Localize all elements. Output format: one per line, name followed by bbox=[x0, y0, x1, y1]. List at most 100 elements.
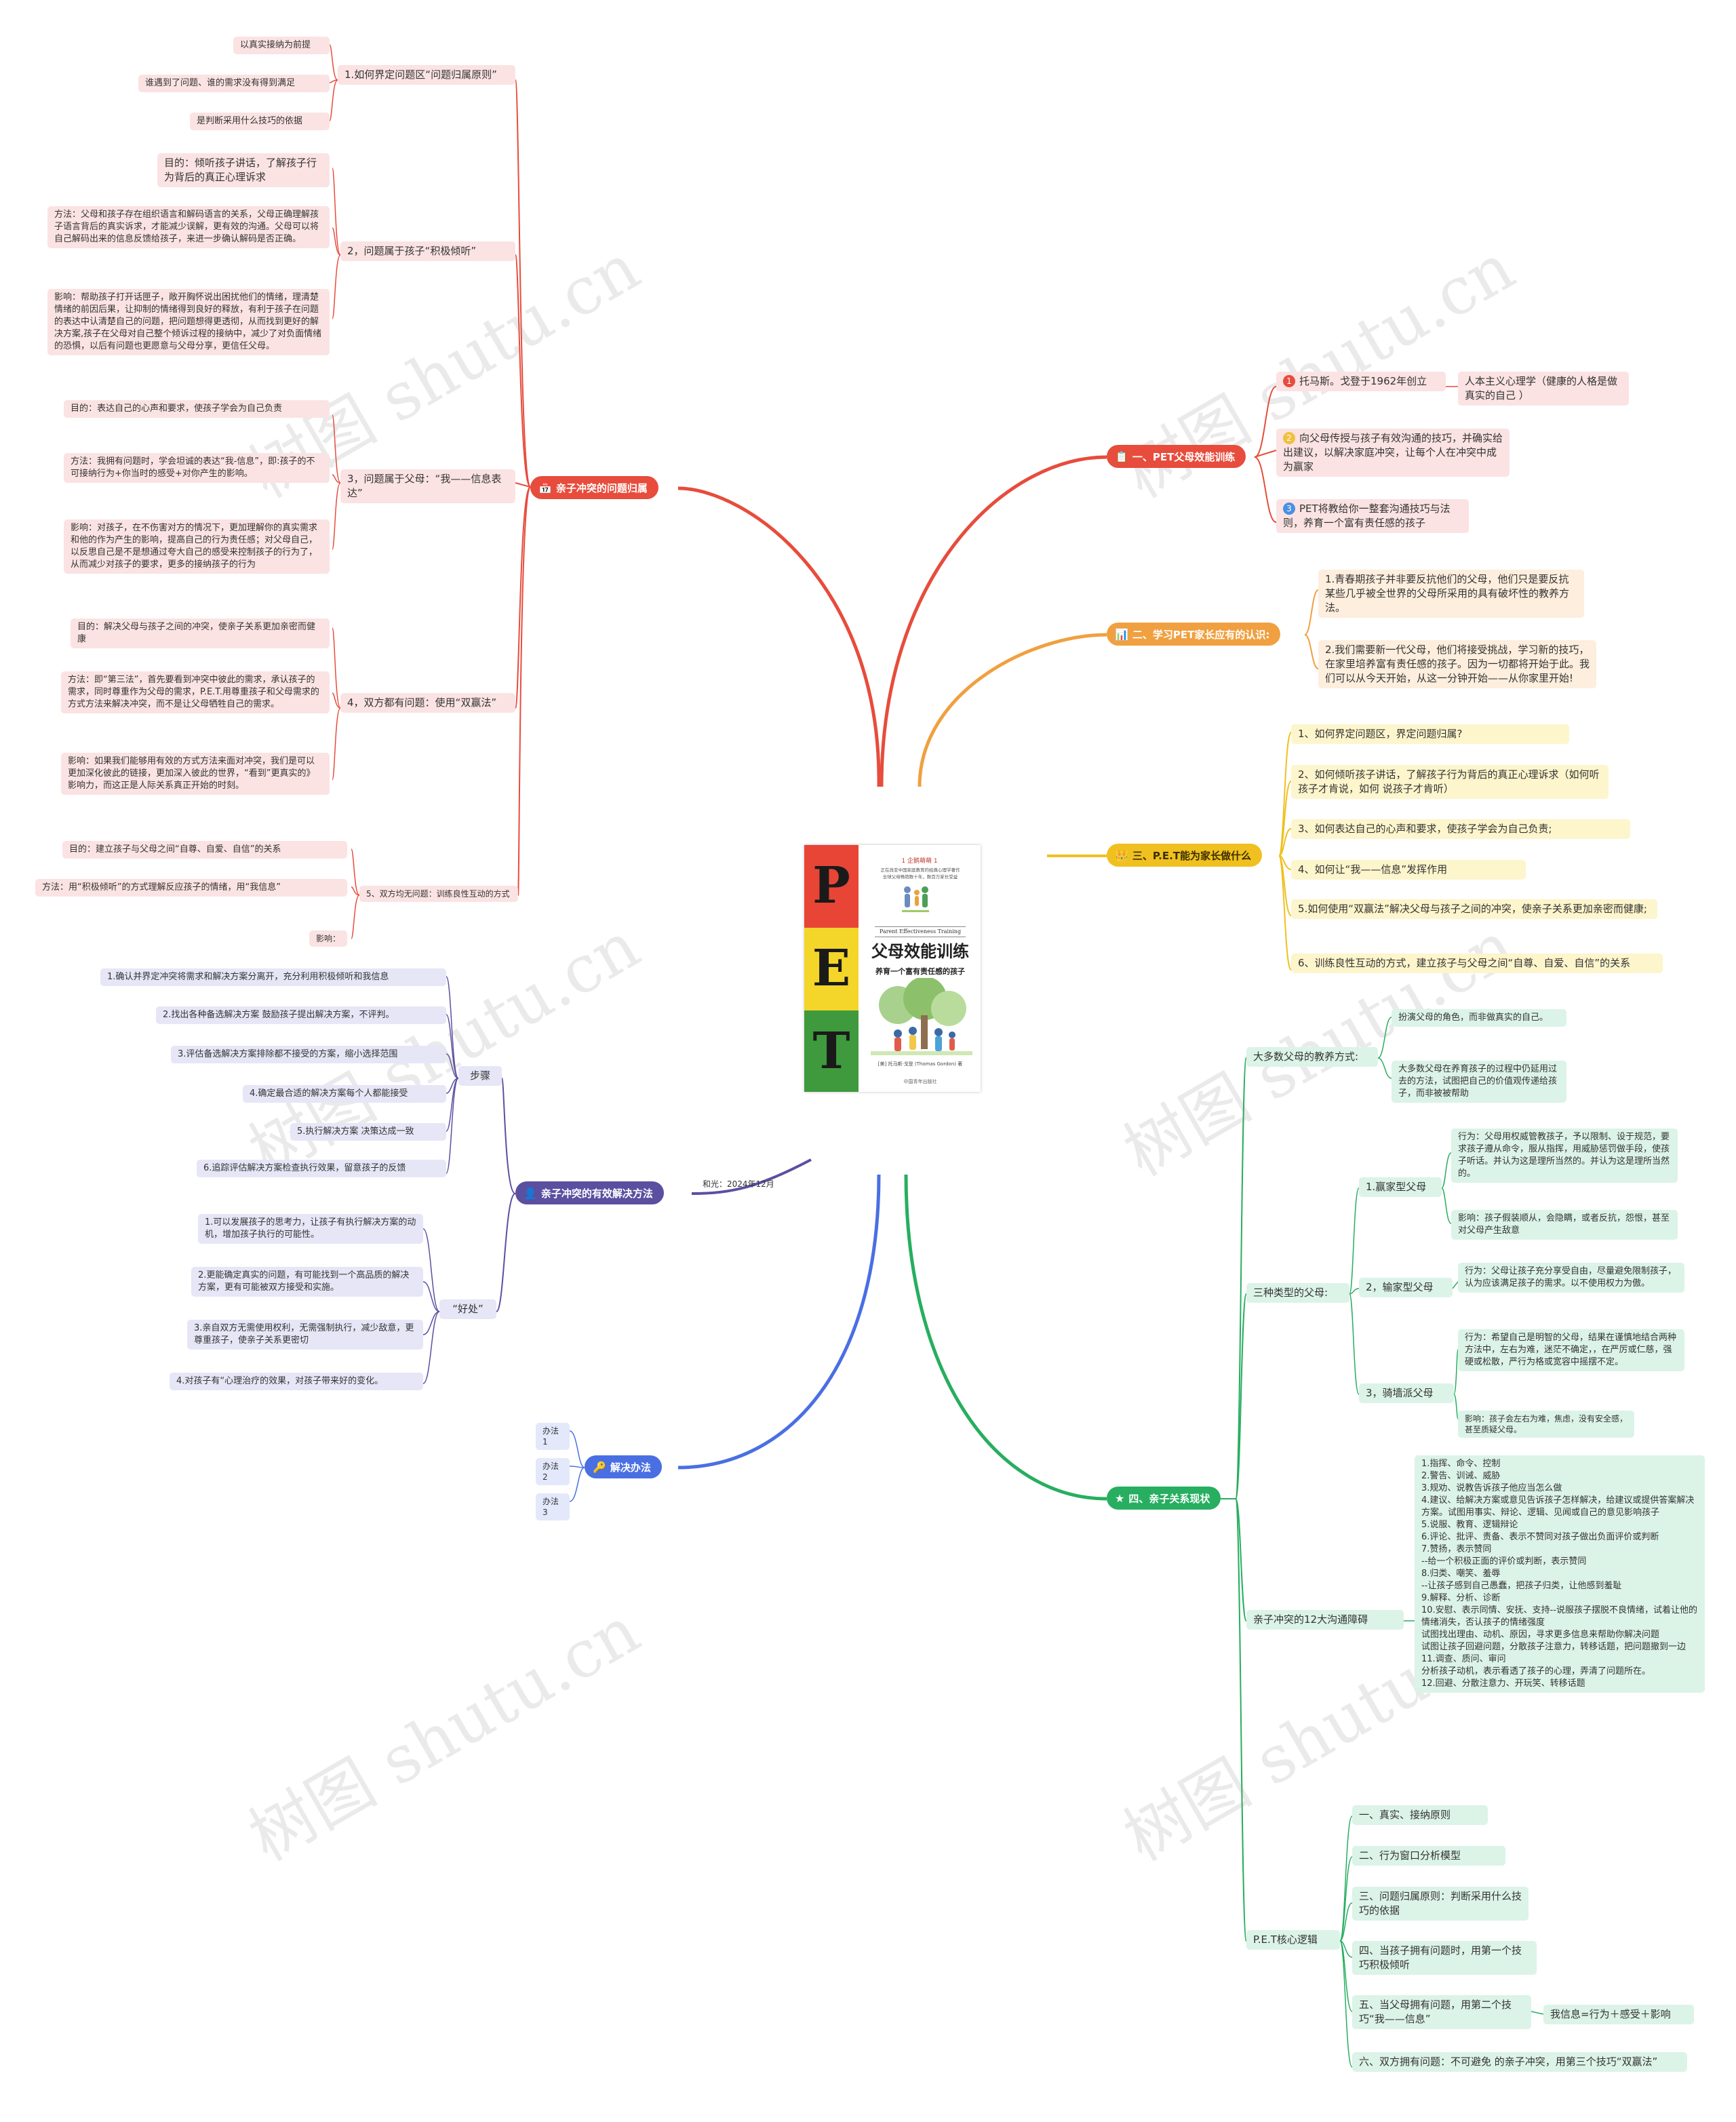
connector bbox=[1278, 732, 1292, 857]
r4-type-fence[interactable]: 3，骑墙派父母 bbox=[1359, 1383, 1454, 1403]
family-illustration-icon bbox=[902, 886, 929, 912]
connector bbox=[446, 1078, 459, 1174]
connector bbox=[496, 1193, 516, 1312]
b1-item-3[interactable]: 3，问题属于父母：“我——信息表达” bbox=[340, 469, 515, 503]
r4-core-item: 三、问题归属原则：判断采用什么技巧的依据 bbox=[1352, 1887, 1528, 1921]
calendar-icon: 📅 bbox=[538, 481, 552, 494]
r4-core-item: 五、当父母拥有问题，用第二个技巧“我——信息” bbox=[1352, 1995, 1531, 2029]
connector bbox=[1339, 1940, 1353, 2068]
b1-item-4[interactable]: 4，双方都有问题：使用“双赢法” bbox=[340, 693, 515, 713]
r4-type-loser[interactable]: 2，输家型父母 bbox=[1359, 1278, 1453, 1297]
r4-core-item: 二、行为窗口分析模型 bbox=[1352, 1846, 1505, 1866]
b1-item-5-child: 影响： bbox=[309, 930, 347, 947]
branch-problem-ownership[interactable]: 📅亲子冲突的问题归属 bbox=[530, 476, 658, 499]
crown-icon: 👑 bbox=[1115, 848, 1128, 862]
connector bbox=[422, 1281, 440, 1312]
r4-type-child: 行为：父母用权威管教孩子，予以限制、设于规范，要求孩子遵从命令，服从指挥，用威胁… bbox=[1451, 1128, 1678, 1183]
r3-item: 2、如何倾听孩子讲话，了解孩子行为背后的真正心理诉求（如何听孩子才肯说，如何 说… bbox=[1291, 765, 1609, 799]
cover-author: [美] 托马斯·戈登 (Thomas Gordon) 著 bbox=[877, 1061, 963, 1067]
connector bbox=[677, 486, 881, 787]
r4-type-child: 影响：孩子假装顺从，会隐瞒，或者反抗，怨恨，甚至对父母产生敌意 bbox=[1451, 1210, 1678, 1240]
r4-core-item: 六、双方拥有问题：不可避免 的亲子冲突，用第三个技巧“双赢法” bbox=[1352, 2052, 1687, 2072]
branch-pet-training[interactable]: 📋一、PET父母效能训练 bbox=[1107, 445, 1246, 468]
r4-core-logic[interactable]: P.E.T核心逻辑 bbox=[1246, 1930, 1340, 1950]
r4-type-winner[interactable]: 1.赢家型父母 bbox=[1359, 1177, 1442, 1197]
b1-item-2[interactable]: 2，问题属于孩子“积极倾听” bbox=[340, 241, 515, 261]
connector bbox=[918, 633, 1107, 787]
r4-core-item: 一、真实、接纳原则 bbox=[1352, 1805, 1488, 1825]
b1-item-4-child: 目的：解决父母与孩子之间的冲突，使亲子关系更加亲密而健康 bbox=[71, 618, 330, 648]
r4-barriers[interactable]: 亲子冲突的12大沟通障碍 bbox=[1246, 1610, 1404, 1630]
connector bbox=[446, 976, 459, 1079]
connector bbox=[1441, 1152, 1452, 1189]
connector bbox=[1349, 1187, 1360, 1295]
connector bbox=[1235, 1057, 1247, 1499]
connector bbox=[691, 1158, 812, 1195]
b2-step: 5.执行解决方案 决策达成一致 bbox=[290, 1123, 446, 1141]
b2-note: 和光：2024年12月 bbox=[703, 1179, 774, 1189]
number-badge-1: 1 bbox=[1283, 375, 1295, 387]
connector bbox=[1278, 855, 1292, 970]
connector bbox=[1452, 1281, 1459, 1289]
connector bbox=[1254, 450, 1277, 458]
connector bbox=[1531, 2011, 1544, 2015]
connector bbox=[329, 79, 338, 121]
connector bbox=[1339, 1856, 1353, 1942]
branch-effective-solutions[interactable]: 👤亲子冲突的有效解决方法 bbox=[515, 1181, 664, 1204]
connector bbox=[332, 414, 341, 484]
b3-method: 办法1 bbox=[536, 1423, 570, 1450]
connector bbox=[515, 254, 531, 488]
branch-relationship-status[interactable]: ★四、亲子关系现状 bbox=[1107, 1487, 1221, 1510]
person-icon: 👤 bbox=[524, 1186, 537, 1200]
b2-group-steps[interactable]: 步骤 bbox=[458, 1066, 502, 1086]
cover-badge: 1 企鹅萌萌 1 bbox=[901, 858, 938, 865]
b1-item-1-child: 以真实接纳为前提 bbox=[233, 37, 330, 54]
cover-title: 父母效能训练 bbox=[871, 942, 969, 961]
connector bbox=[1278, 828, 1292, 857]
branch-solutions[interactable]: 🔑解决办法 bbox=[585, 1455, 662, 1478]
connector bbox=[446, 1053, 459, 1079]
connector bbox=[517, 486, 531, 896]
b2-group-benefits[interactable]: “好处” bbox=[439, 1299, 496, 1319]
connector bbox=[332, 692, 341, 709]
document-icon: 📋 bbox=[1115, 450, 1128, 463]
connector bbox=[880, 455, 1107, 787]
number-badge-3: 3 bbox=[1283, 503, 1295, 515]
connector bbox=[332, 482, 341, 550]
connector bbox=[1349, 1293, 1360, 1395]
b3-method: 办法3 bbox=[536, 1493, 570, 1520]
b1-item-4-child: 方法：即“第三法”，首先要看到冲突中彼此的需求，承认孩子的需求，同时尊重作为父母… bbox=[61, 671, 330, 713]
connector bbox=[569, 1466, 585, 1468]
r2-item: 1.青春期孩子并非要反抗他们的父母，他们只是要反抗某些几乎被全世界的父母所采用的… bbox=[1318, 570, 1584, 618]
branch-pet-understanding[interactable]: 📊二、学习PET家长应有的认识: bbox=[1107, 623, 1281, 646]
b2-benefit: 4.对孩子有“心理治疗的效果，对孩子带来好的变化。 bbox=[170, 1373, 423, 1390]
b2-step: 2.找出各种备选解决方案 鼓励孩子提出解决方案，不评判。 bbox=[156, 1006, 446, 1024]
chart-icon: 📊 bbox=[1115, 627, 1128, 641]
b2-benefit: 1.可以发展孩子的思考力，让孩子有执行解决方案的动机，增加孩子执行的可能性。 bbox=[198, 1214, 423, 1244]
connector bbox=[332, 168, 341, 256]
r3-item: 5.如何使用“双赢法”解决父母与孩子之间的冲突，使亲子关系更加亲密而健康; bbox=[1291, 899, 1657, 919]
connector bbox=[332, 627, 341, 709]
connector bbox=[351, 886, 360, 896]
b1-item-1[interactable]: 1.如何界定问题区“问题归属原则” bbox=[338, 65, 515, 85]
b1-item-3-child: 方法：我拥有问题时，学会坦诚的表达“我-信息”，即:孩子的不可接纳行为+你当时的… bbox=[64, 453, 330, 483]
connector bbox=[1235, 1498, 1247, 1942]
cover-subtitle-en: Parent Effectiveness Training bbox=[875, 926, 966, 937]
b1-item-5[interactable]: 5、双方均无问题：训练良性互动的方式 bbox=[359, 886, 518, 902]
r3-item: 3、如何表达自己的心声和要求，使孩子学会为自己负责; bbox=[1291, 819, 1630, 839]
cover-block-red bbox=[804, 845, 859, 928]
branch-pet-benefits[interactable]: 👑三、P.E.T能为家长做什么 bbox=[1107, 844, 1263, 867]
connector bbox=[1278, 781, 1292, 857]
star-icon: ★ bbox=[1115, 1491, 1125, 1505]
r4-three-types[interactable]: 三种类型的父母: bbox=[1246, 1283, 1349, 1303]
connector bbox=[515, 79, 531, 488]
tree-illustration-icon bbox=[871, 978, 972, 1055]
b1-item-5-child: 方法：用“积极倾听”的方式理解反应孩子的情绪，用“我信息” bbox=[35, 879, 347, 897]
r4-majority[interactable]: 大多数父母的教养方式: bbox=[1246, 1047, 1378, 1067]
b2-step: 6.追踪评估解决方案检查执行效果，留意孩子的反馈 bbox=[197, 1160, 446, 1177]
r4-core-formula: 我信息=行为＋感受＋影响 bbox=[1543, 2005, 1694, 2024]
cover-letter-t: T bbox=[812, 1022, 850, 1080]
cover-publisher: 中国青年出版社 bbox=[903, 1079, 937, 1084]
b1-item-3-child: 目的：表达自己的心声和要求，使孩子学会为自己负责 bbox=[64, 400, 330, 418]
